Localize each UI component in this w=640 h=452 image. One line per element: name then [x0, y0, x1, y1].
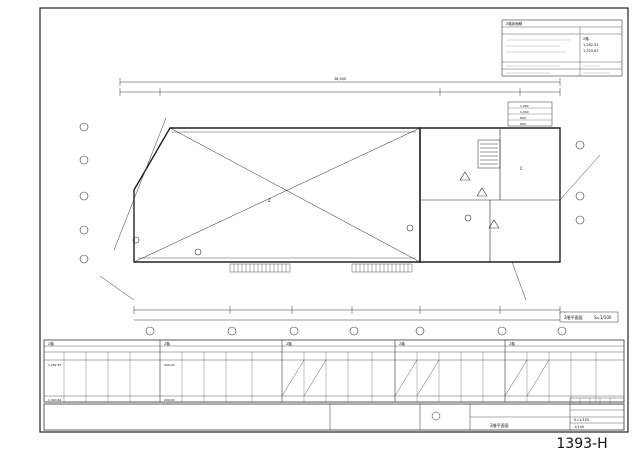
plan-scale: S=1/100 — [594, 315, 612, 320]
area-table-row-1-label: 2階 — [583, 36, 589, 41]
window-hatches — [229, 263, 413, 273]
plan-caption-box: 2階平面図 S=1/100 — [559, 311, 619, 323]
legend-row-1: 1,000 — [520, 104, 529, 108]
grid-axis-bubbles — [145, 326, 567, 336]
schedule-2-value-2: 200.00 — [164, 398, 175, 402]
stair-hatch — [480, 143, 498, 165]
drawing-number: 1393-H — [556, 436, 607, 452]
area-table-row-2-value: 1,320.62 — [583, 49, 599, 53]
top-dimension — [119, 78, 561, 96]
legend-table: 1,000 1,000 800 600 — [507, 101, 553, 127]
grid-bubbles-right — [575, 140, 585, 225]
title-block-sheet: 1/100 — [574, 425, 584, 429]
legend-row-3: 800 — [520, 116, 526, 120]
plan-caption: 2階平面図 — [564, 314, 583, 320]
schedule-title-1: 2階 — [48, 341, 54, 346]
legend-row-2: 1,000 — [520, 110, 529, 114]
extension-lines — [99, 117, 601, 301]
schedule-2-value-1: 200.00 — [164, 363, 175, 367]
title-block-drawing-name: 2階平面図 — [490, 422, 509, 428]
equipment-symbols — [132, 171, 500, 256]
sheet-border — [39, 7, 629, 433]
schedule-tables — [43, 339, 625, 403]
bottom-dimensions — [133, 306, 561, 321]
grid-bubbles-left — [79, 122, 89, 264]
schedule-title-2: 2階 — [164, 341, 170, 346]
overall-dimension: 38,000 — [334, 77, 346, 81]
legend-row-4: 600 — [520, 122, 526, 126]
zone-label-room-a: C — [520, 166, 523, 171]
building-outline — [133, 127, 561, 263]
title-block — [43, 397, 625, 431]
area-table-row-1-value: 1,282.55 — [583, 43, 599, 47]
schedule-1-value-2: 1,320.62 — [48, 398, 61, 402]
schedule-title-4: 2階 — [399, 341, 405, 346]
schedule-title-5: 2階 — [509, 341, 515, 346]
area-table-header: 2階床面積 — [506, 21, 523, 26]
schedule-title-3: 2階 — [286, 341, 292, 346]
title-block-scale: S=1/100 — [574, 418, 589, 422]
area-summary-table: 2階床面積 2階 1,282.55 1,320.62 — [501, 19, 623, 77]
zone-label-large-hall: Z — [268, 198, 271, 203]
schedule-1-value-1: 1,282.55 — [48, 363, 61, 367]
